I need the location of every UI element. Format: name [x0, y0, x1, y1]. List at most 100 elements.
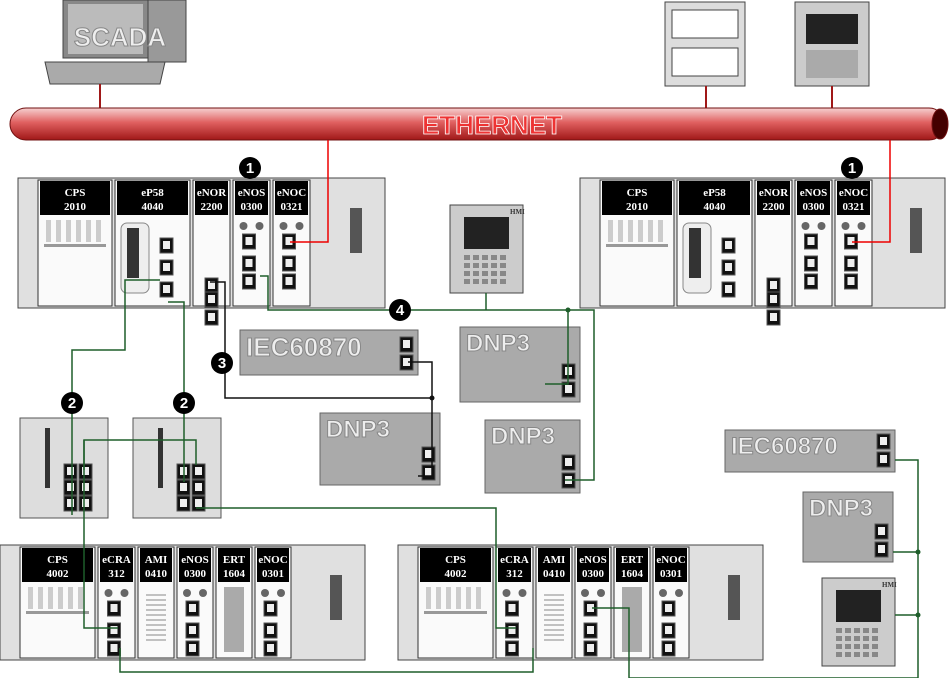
scada-label: SCADA [74, 22, 167, 52]
module-code: 0410 [543, 568, 566, 580]
module-name: AMI [543, 554, 566, 566]
module-code: 0301 [660, 568, 682, 580]
ethernet-switch [132, 417, 222, 519]
io-module-icon [664, 1, 746, 110]
module-ert: ERT 1604 [613, 546, 651, 659]
wire [83, 440, 118, 629]
ethernet-link-left [290, 140, 329, 243]
wire [196, 507, 516, 629]
module-name: eNOS [800, 187, 828, 199]
wire [168, 301, 185, 482]
callout-marker: 4 [389, 299, 411, 321]
callout-marker: 1 [239, 157, 261, 179]
module-name: eP58 [703, 187, 726, 199]
module-enor: eNOR 2200 [192, 179, 231, 326]
callout-marker: 3 [211, 352, 233, 374]
module-enoc: eNOC 0301 [652, 546, 690, 659]
module-name: CPS [627, 187, 648, 199]
field-device-dnp3: DNP3 [484, 419, 581, 494]
module-name: eNOS [579, 554, 607, 566]
plc-rack: CPS4002eCRA312AMI0410eNOS0300ERT1604eNOC… [397, 544, 764, 661]
field-device-iec60870: IEC60870 [724, 429, 896, 473]
module-code: 4040 [704, 201, 727, 213]
wire [408, 361, 433, 398]
device-label: IEC60870 [731, 433, 838, 460]
scada-workstation-icon: SCADA [44, 0, 187, 110]
module-name: eNOS [181, 554, 209, 566]
module-code: 0410 [145, 568, 168, 580]
module-name: ERT [223, 554, 246, 566]
wire [565, 309, 595, 481]
device-label: DNP3 [491, 423, 555, 450]
callout-number: 2 [180, 395, 188, 412]
field-device-dnp3: DNP3 [802, 491, 894, 563]
module-name: eCRA [500, 554, 529, 566]
module-name: eNOC [839, 187, 868, 199]
wire [210, 281, 433, 477]
hmi-panel: HMI [449, 204, 525, 294]
device-label: DNP3 [326, 416, 390, 443]
callout-marker: 1 [841, 157, 863, 179]
module-name: ERT [621, 554, 644, 566]
hmi-panel: HMI [821, 577, 897, 667]
wire [119, 648, 534, 673]
module-code: 312 [506, 568, 523, 580]
device-label: IEC60870 [246, 332, 362, 362]
ethernet-bus: ETHERNET [9, 107, 949, 141]
module-ami: AMI 0410 [535, 546, 573, 659]
module-ert: ERT 1604 [215, 546, 253, 659]
field-device-dnp3: DNP3 [319, 412, 441, 486]
callout-number: 1 [848, 160, 856, 177]
field-device-dnp3: DNP3 [459, 326, 581, 403]
hmi-panel-icon [794, 1, 870, 110]
module-code: 312 [108, 568, 125, 580]
module-cps: CPS 2010 [599, 179, 675, 307]
module-name: eNOS [238, 187, 266, 199]
module-code: 0321 [281, 201, 303, 213]
callout-marker: 2 [173, 392, 195, 414]
module-name: CPS [445, 554, 466, 566]
module-name: AMI [145, 554, 168, 566]
callout-number: 3 [218, 355, 226, 372]
module-code: 2010 [626, 201, 649, 213]
field-device-iec60870: IEC60870 [239, 329, 419, 376]
module-ecra: eCRA 312 [495, 546, 534, 659]
module-code: 0300 [803, 201, 826, 213]
module-name: eNOC [656, 554, 685, 566]
module-name: CPS [65, 187, 86, 199]
module-name: eNOC [277, 187, 306, 199]
hmi-label: HMI [882, 581, 897, 589]
module-name: eNOR [759, 187, 789, 199]
module-cps: CPS 4002 [19, 546, 96, 659]
module-code: 1604 [223, 568, 246, 580]
module-ep58: eP58 4040 [676, 179, 753, 307]
module-name: eNOR [197, 187, 227, 199]
ethernet-switch [19, 417, 109, 519]
ethernet-link-right [852, 140, 891, 243]
module-enos: eNOS 0300 [794, 179, 833, 307]
module-code: 4040 [142, 201, 165, 213]
module-name: eP58 [141, 187, 164, 199]
module-ecra: eCRA 312 [97, 546, 136, 659]
callout-marker: 2 [61, 392, 83, 414]
module-code: 1604 [621, 568, 644, 580]
module-code: 0321 [843, 201, 865, 213]
module-name: CPS [47, 554, 68, 566]
module-enoc: eNOC 0321 [272, 179, 311, 307]
module-name: eCRA [102, 554, 131, 566]
wire [260, 275, 569, 385]
callout-number: 2 [68, 395, 76, 412]
module-code: 2200 [201, 201, 224, 213]
device-label: DNP3 [809, 495, 873, 522]
module-ep58: eP58 4040 [114, 179, 191, 307]
module-code: 4002 [47, 568, 70, 580]
